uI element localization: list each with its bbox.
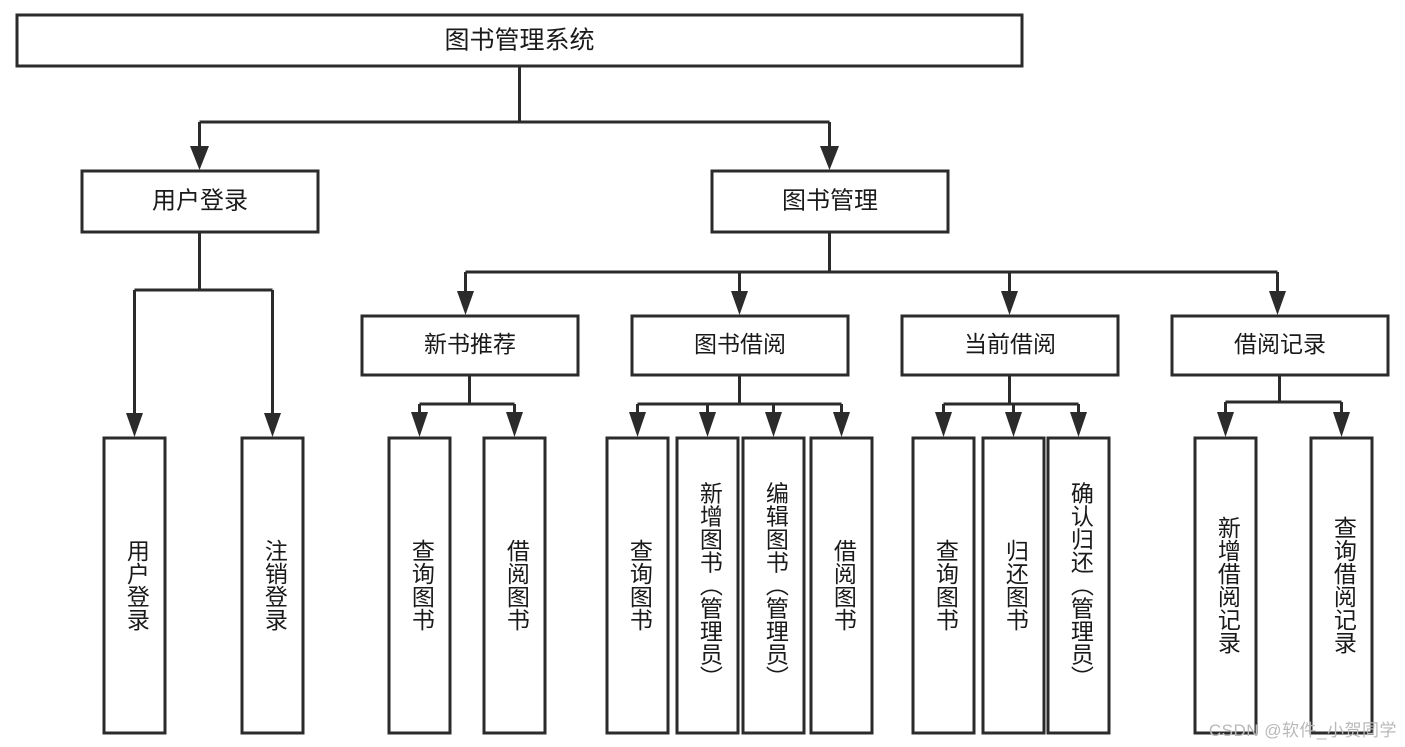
node-borrow-record-label: 借阅记录 <box>1234 331 1326 357</box>
node-book-borrow[interactable]: 图书借阅 <box>630 314 850 377</box>
node-leaf-query-book-2[interactable]: 查询图书 <box>605 436 670 735</box>
node-book-borrow-label: 图书借阅 <box>694 331 786 357</box>
arrowhead-current-borrow <box>1001 291 1018 315</box>
csdn-watermark: CSDN @软件_小贺同学 <box>1208 721 1397 740</box>
node-book-manage-label: 图书管理 <box>782 187 878 214</box>
node-user-login[interactable]: 用户登录 <box>80 169 320 234</box>
arrowhead-leaf-user-login <box>126 413 143 437</box>
node-leaf-add-record[interactable]: 新增借阅记录 <box>1193 436 1258 735</box>
node-leaf-edit-book[interactable]: 编辑图书（管理员） <box>741 436 806 735</box>
node-leaf-query-book-3-label: 查询图书 <box>932 539 959 631</box>
node-root[interactable]: 图书管理系统 <box>15 13 1024 68</box>
node-book-manage-box[interactable] <box>710 169 950 234</box>
node-leaf-query-book-1[interactable]: 查询图书 <box>387 436 452 735</box>
arrowhead-leaf-borrow-book-2 <box>833 412 850 437</box>
node-leaf-return-book[interactable]: 归还图书 <box>981 436 1046 735</box>
node-leaf-query-book-1-label: 查询图书 <box>408 539 435 631</box>
node-current-borrow-label: 当前借阅 <box>964 331 1056 357</box>
node-user-login-box[interactable] <box>80 169 320 234</box>
node-leaf-borrow-book-2-box[interactable] <box>809 436 874 735</box>
node-leaf-query-record-box[interactable] <box>1309 436 1374 735</box>
node-leaf-query-book-3-box[interactable] <box>911 436 976 735</box>
arrowhead-book-borrow <box>731 291 748 315</box>
node-book-borrow-box[interactable] <box>630 314 850 377</box>
arrowhead-leaf-confirm-return <box>1070 412 1087 437</box>
node-leaf-logout[interactable]: 注销登录 <box>240 436 305 735</box>
node-leaf-query-book-2-label: 查询图书 <box>626 539 653 631</box>
node-root-label: 图书管理系统 <box>444 27 594 55</box>
arrowhead-new-book-rec <box>457 291 474 315</box>
arrowhead-leaf-return-book <box>1005 412 1022 437</box>
arrowhead-leaf-add-book <box>699 412 716 437</box>
connector-layer <box>126 66 1350 437</box>
node-leaf-user-login-box[interactable] <box>102 436 167 735</box>
arrowhead-leaf-query-book-3 <box>935 412 952 437</box>
arrowhead-book-manage <box>820 146 839 170</box>
node-leaf-add-record-label: 新增借阅记录 <box>1214 516 1241 654</box>
node-new-book-rec[interactable]: 新书推荐 <box>360 314 580 377</box>
node-leaf-borrow-book-1[interactable]: 借阅图书 <box>482 436 547 735</box>
node-leaf-query-book-3[interactable]: 查询图书 <box>911 436 976 735</box>
node-book-manage[interactable]: 图书管理 <box>710 169 950 234</box>
node-leaf-edit-book-box[interactable] <box>741 436 806 735</box>
node-new-book-rec-label: 新书推荐 <box>424 331 516 357</box>
node-leaf-edit-book-label: 编辑图书（管理员） <box>762 482 789 689</box>
node-leaf-query-record[interactable]: 查询借阅记录 <box>1309 436 1374 735</box>
node-leaf-confirm-return[interactable]: 确认归还（管理员） <box>1046 436 1111 735</box>
node-leaf-query-book-1-box[interactable] <box>387 436 452 735</box>
node-leaf-return-book-box[interactable] <box>981 436 1046 735</box>
arrowhead-borrow-record <box>1269 291 1286 315</box>
node-leaf-add-book-label: 新增图书（管理员） <box>696 482 723 689</box>
node-leaf-user-login[interactable]: 用户登录 <box>102 436 167 735</box>
node-leaf-return-book-label: 归还图书 <box>1002 539 1029 631</box>
node-leaf-borrow-book-2[interactable]: 借阅图书 <box>809 436 874 735</box>
node-borrow-record-box[interactable] <box>1170 314 1390 377</box>
node-leaf-confirm-return-label: 确认归还（管理员） <box>1067 482 1094 689</box>
node-borrow-record[interactable]: 借阅记录 <box>1170 314 1390 377</box>
arrowhead-leaf-borrow-book-1 <box>506 412 523 437</box>
arrowhead-leaf-query-book-2 <box>629 412 646 437</box>
node-leaf-logout-label: 注销登录 <box>261 539 288 631</box>
node-leaf-query-book-2-box[interactable] <box>605 436 670 735</box>
node-leaf-user-login-label: 用户登录 <box>123 539 150 631</box>
node-leaf-add-book-box[interactable] <box>675 436 740 735</box>
node-current-borrow-box[interactable] <box>900 314 1120 377</box>
arrowhead-leaf-add-record <box>1217 412 1234 437</box>
arrowhead-user-login <box>190 146 209 170</box>
arrowhead-leaf-edit-book <box>765 412 782 437</box>
node-leaf-borrow-book-1-box[interactable] <box>482 436 547 735</box>
node-leaf-query-record-label: 查询借阅记录 <box>1330 516 1357 654</box>
node-root-box[interactable] <box>15 13 1024 68</box>
node-user-login-label: 用户登录 <box>152 187 248 214</box>
node-current-borrow[interactable]: 当前借阅 <box>900 314 1120 377</box>
arrowhead-leaf-query-book-1 <box>411 412 428 437</box>
node-leaf-confirm-return-box[interactable] <box>1046 436 1111 735</box>
arrowhead-leaf-query-record <box>1333 412 1350 437</box>
node-leaf-add-book[interactable]: 新增图书（管理员） <box>675 436 740 735</box>
node-leaf-add-record-box[interactable] <box>1193 436 1258 735</box>
node-leaf-logout-box[interactable] <box>240 436 305 735</box>
node-leaf-borrow-book-1-label: 借阅图书 <box>503 539 530 631</box>
node-leaf-borrow-book-2-label: 借阅图书 <box>830 539 857 631</box>
node-new-book-rec-box[interactable] <box>360 314 580 377</box>
arrowhead-leaf-logout <box>264 413 281 437</box>
